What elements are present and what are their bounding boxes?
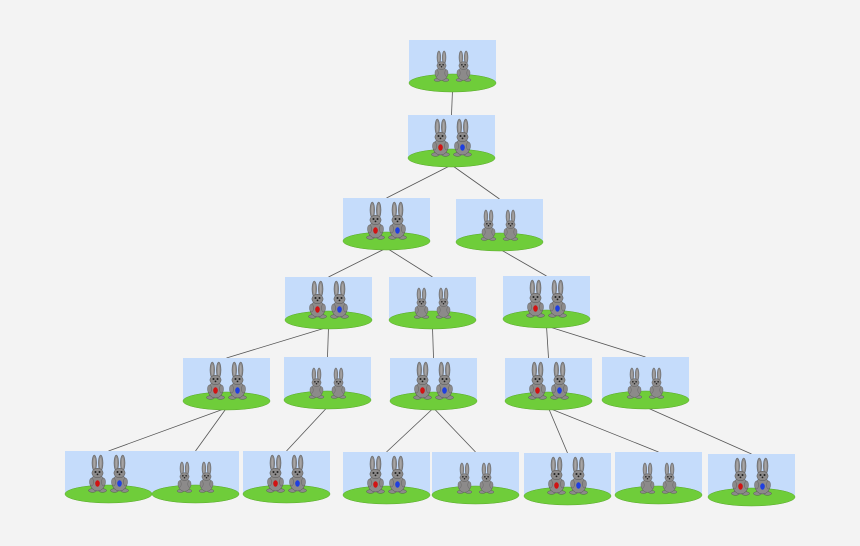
tree-node-n6	[388, 277, 477, 330]
grass-hill	[242, 484, 331, 504]
blue-belly-spot	[395, 481, 400, 488]
tree-node-n4	[455, 199, 544, 252]
tree-edge-n2-n3	[386, 164, 452, 199]
grass-hill	[455, 232, 544, 252]
blue-belly-spot	[557, 387, 562, 394]
tree-edge-n5-n9	[327, 326, 329, 358]
tree-node-n14	[151, 451, 240, 504]
tree-edge-n2-n4	[451, 164, 500, 200]
tree-node-n5	[284, 277, 373, 330]
grass-hill	[601, 390, 690, 410]
red-belly-spot	[213, 387, 218, 394]
tree-node-n1	[408, 40, 497, 93]
tree-edge-n10-n17	[433, 407, 476, 453]
nodes-layer	[64, 40, 796, 507]
tree-node-n17	[431, 452, 520, 505]
blue-belly-spot	[235, 387, 240, 394]
grass-hill	[707, 487, 796, 507]
grass-hill	[182, 391, 271, 411]
grass-hill	[64, 484, 153, 504]
red-belly-spot	[533, 305, 538, 312]
tree-edge-n11-n18	[548, 407, 568, 454]
red-belly-spot	[554, 482, 559, 489]
tree-node-n10	[389, 358, 478, 411]
tree-edge-n5-n8	[226, 326, 329, 359]
red-belly-spot	[738, 483, 743, 490]
tree-edge-n7-n12	[546, 325, 646, 358]
tree-node-n12	[601, 357, 690, 410]
tree-node-n9	[283, 357, 372, 410]
tree-node-n13	[64, 451, 153, 504]
tree-edge-n6-n10	[432, 326, 434, 359]
tree-edge-n9-n15	[286, 406, 328, 452]
tree-node-n15	[242, 451, 331, 504]
red-belly-spot	[273, 480, 278, 487]
tree-node-n20	[707, 454, 796, 507]
red-belly-spot	[438, 144, 443, 151]
edges-layer	[108, 89, 752, 455]
grass-hill	[342, 485, 431, 505]
blue-belly-spot	[460, 144, 465, 151]
tree-edge-n3-n5	[328, 247, 387, 278]
blue-belly-spot	[337, 306, 342, 313]
blue-belly-spot	[117, 480, 122, 487]
grass-hill	[389, 391, 478, 411]
blue-belly-spot	[760, 483, 765, 490]
grass-hill	[283, 390, 372, 410]
grass-hill	[342, 231, 431, 251]
grass-hill	[431, 485, 520, 505]
tree-node-n7	[502, 276, 591, 329]
red-belly-spot	[373, 481, 378, 488]
grass-hill	[388, 310, 477, 330]
red-belly-spot	[373, 227, 378, 234]
tree-edge-n7-n11	[546, 325, 549, 359]
tree-node-n18	[523, 453, 612, 506]
red-belly-spot	[420, 387, 425, 394]
grass-hill	[408, 73, 497, 93]
red-belly-spot	[95, 480, 100, 487]
red-belly-spot	[315, 306, 320, 313]
tree-edge-n1-n2	[451, 89, 453, 116]
tree-node-n11	[504, 358, 593, 411]
grass-hill	[407, 148, 496, 168]
blue-belly-spot	[442, 387, 447, 394]
red-belly-spot	[535, 387, 540, 394]
grass-hill	[151, 484, 240, 504]
tree-node-n16	[342, 452, 431, 505]
blue-belly-spot	[395, 227, 400, 234]
blue-belly-spot	[576, 482, 581, 489]
grass-hill	[523, 486, 612, 506]
tree-edge-n3-n6	[386, 247, 433, 278]
grass-hill	[502, 309, 591, 329]
grass-hill	[284, 310, 373, 330]
grass-hill	[614, 485, 703, 505]
blue-belly-spot	[555, 305, 560, 312]
tree-edge-n12-n20	[645, 406, 752, 455]
tree-edge-n8-n14	[195, 407, 227, 452]
tree-node-n8	[182, 358, 271, 411]
tree-node-n3	[342, 198, 431, 251]
grass-hill	[504, 391, 593, 411]
tree-node-n2	[407, 115, 496, 168]
tree-edge-n4-n7	[499, 248, 547, 277]
tree-node-n19	[614, 452, 703, 505]
tree-edge-n8-n13	[108, 407, 227, 452]
tree-edge-n11-n19	[548, 407, 659, 453]
blue-belly-spot	[295, 480, 300, 487]
tree-edge-n10-n16	[386, 407, 434, 453]
